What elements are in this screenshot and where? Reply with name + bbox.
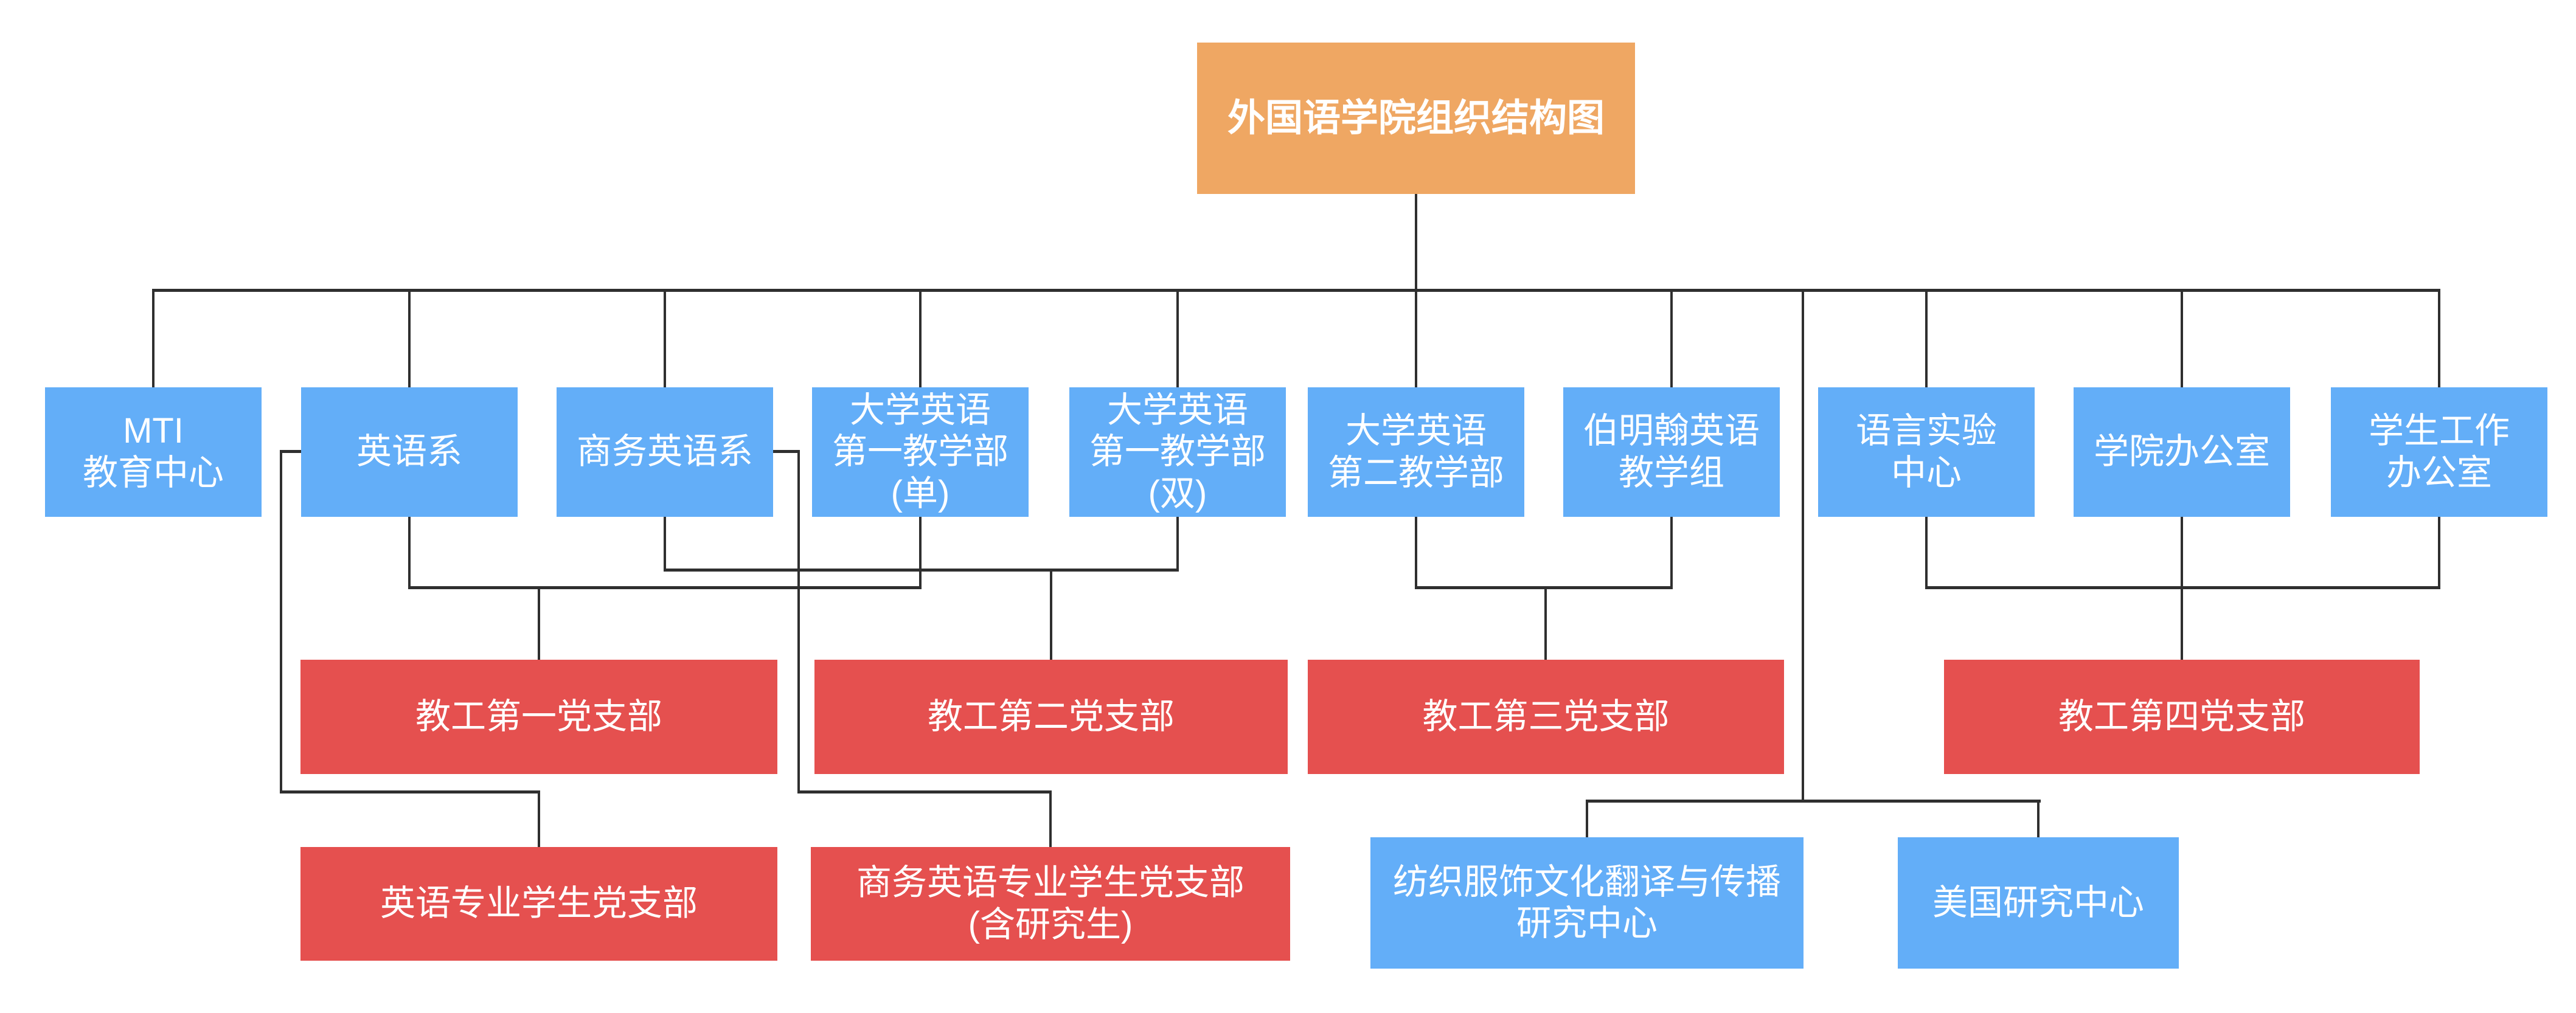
- connector-line: [280, 451, 282, 793]
- connector-line: [1415, 290, 1417, 387]
- connector-line: [408, 586, 922, 589]
- node-college-english-teaching-dept1-even: 大学英语 第一教学部 (双): [1069, 387, 1286, 517]
- node-english-department: 英语系: [301, 387, 518, 517]
- connector-line: [664, 569, 1179, 572]
- node-college-english-teaching-dept1-odd: 大学英语 第一教学部 (单): [812, 387, 1029, 517]
- connector-line: [1415, 586, 1673, 589]
- connector-line: [1586, 800, 2041, 803]
- connector-line: [1415, 517, 1417, 587]
- connector-line: [1925, 517, 1928, 587]
- connector-line: [1176, 517, 1179, 570]
- connector-line: [538, 587, 540, 660]
- connector-line: [919, 517, 922, 587]
- node-faculty-party-branch-4: 教工第四党支部: [1944, 660, 2420, 774]
- node-root-title: 外国语学院组织结构图: [1197, 43, 1635, 194]
- connector-line: [1049, 792, 1052, 847]
- connector-line: [664, 290, 666, 387]
- connector-line: [797, 451, 800, 793]
- connector-line: [152, 289, 2440, 292]
- connector-line: [1670, 290, 1673, 387]
- node-mti-education-center: MTI 教育中心: [45, 387, 262, 517]
- node-faculty-party-branch-1: 教工第一党支部: [300, 660, 777, 774]
- node-college-english-teaching-dept2: 大学英语 第二教学部: [1308, 387, 1524, 517]
- node-college-office: 学院办公室: [2074, 387, 2290, 517]
- connector-line: [152, 290, 154, 387]
- connector-line: [2181, 290, 2183, 387]
- node-faculty-party-branch-3: 教工第三党支部: [1308, 660, 1784, 774]
- connector-line: [1586, 801, 1588, 837]
- node-business-english-student-party-branch: 商务英语专业学生党支部 (含研究生): [811, 847, 1290, 961]
- connector-line: [408, 517, 411, 587]
- node-faculty-party-branch-2: 教工第二党支部: [814, 660, 1288, 774]
- connector-line: [1670, 517, 1673, 587]
- connector-line: [2438, 517, 2440, 587]
- connector-line: [2438, 290, 2440, 387]
- connector-line: [1415, 194, 1417, 290]
- connector-line: [2037, 801, 2040, 837]
- node-language-lab-center: 语言实验 中心: [1818, 387, 2035, 517]
- connector-line: [664, 517, 666, 570]
- node-textile-culture-translation-research-center: 纺织服饰文化翻译与传播 研究中心: [1370, 837, 1804, 969]
- connector-line: [280, 790, 540, 793]
- node-american-studies-center: 美国研究中心: [1898, 837, 2179, 969]
- connector-line: [1176, 290, 1179, 387]
- node-english-major-student-party-branch: 英语专业学生党支部: [300, 847, 777, 961]
- connector-line: [1925, 290, 1928, 387]
- connector-line: [919, 290, 922, 387]
- connector-line: [280, 450, 302, 453]
- connector-line: [538, 792, 540, 847]
- connector-line: [408, 290, 411, 387]
- node-business-english-department: 商务英语系: [557, 387, 773, 517]
- connector-line: [797, 790, 1052, 793]
- connector-line: [773, 450, 800, 453]
- connector-line: [1050, 570, 1052, 660]
- connector-line: [1544, 587, 1547, 660]
- connector-line: [1802, 290, 1804, 802]
- connector-line: [2181, 517, 2183, 660]
- node-student-affairs-office: 学生工作 办公室: [2331, 387, 2547, 517]
- node-birmingham-english-teaching-group: 伯明翰英语 教学组: [1563, 387, 1780, 517]
